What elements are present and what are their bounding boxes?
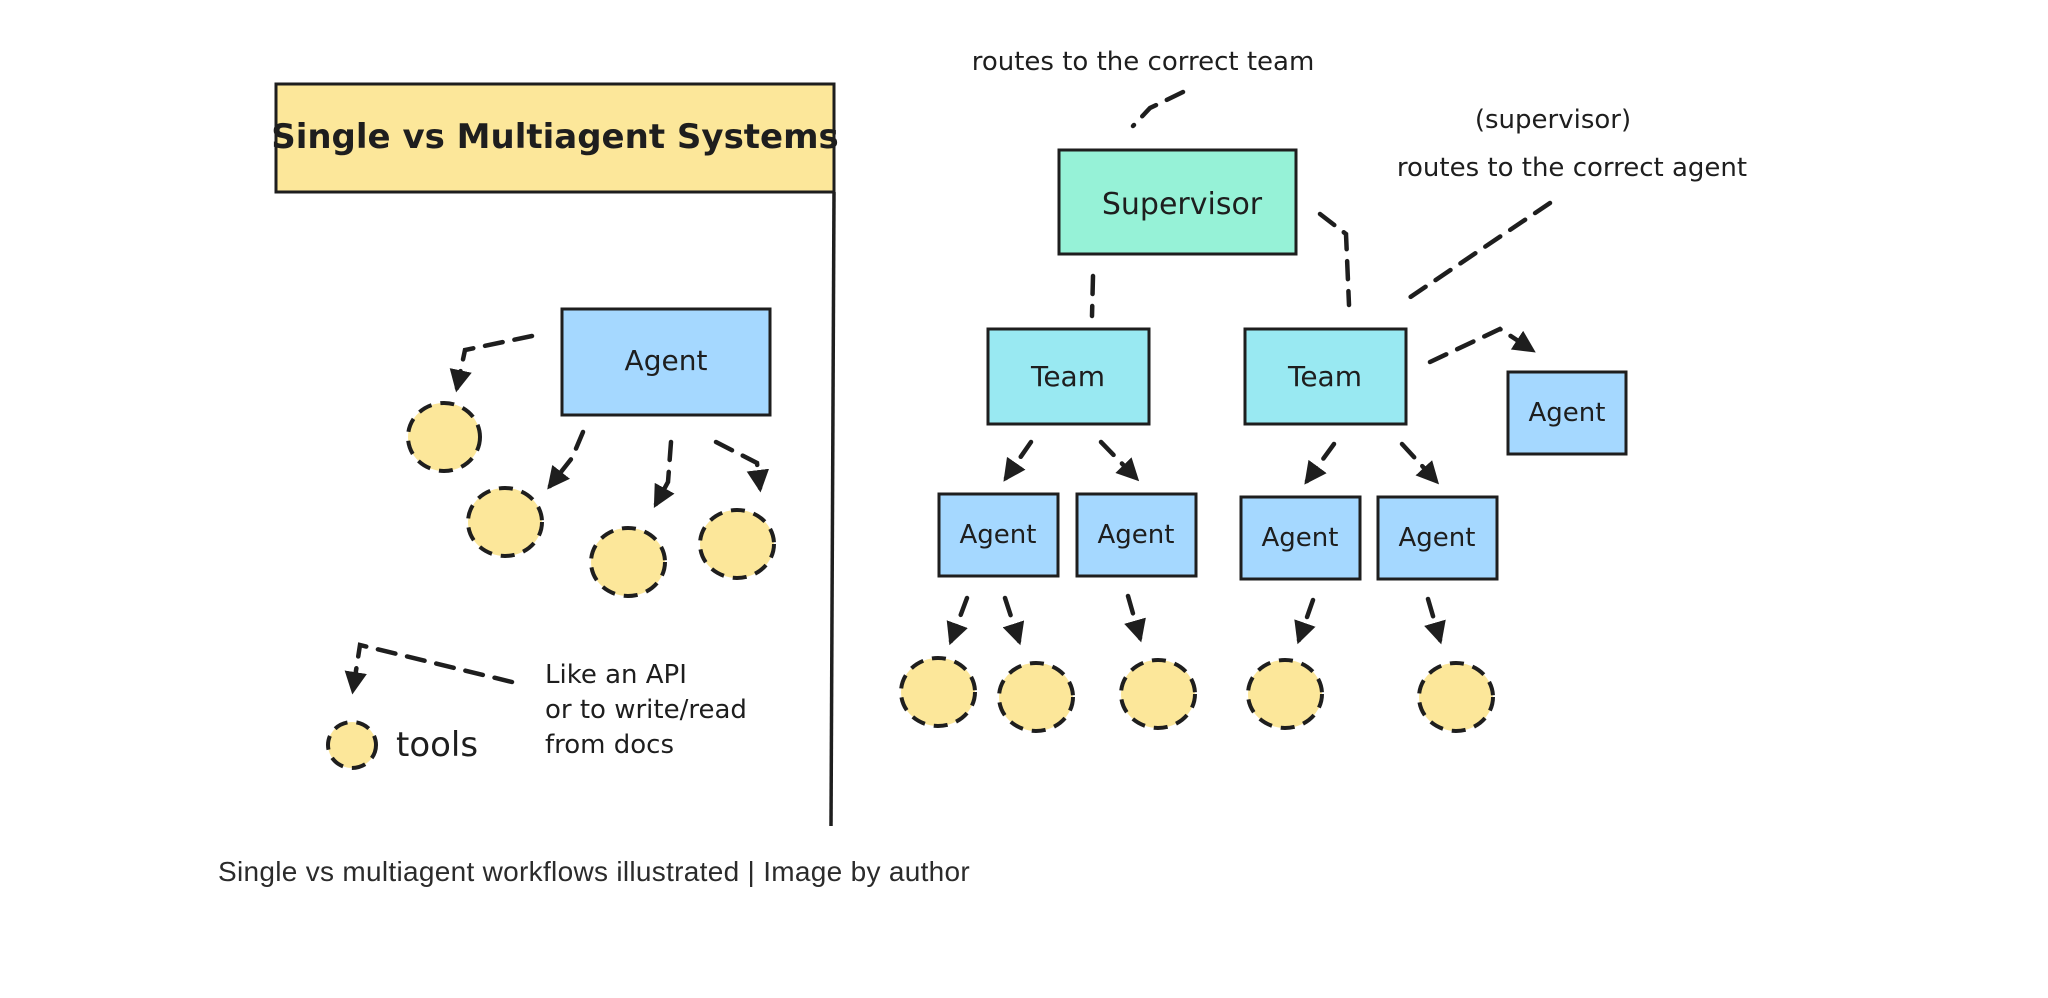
agent-box-5: [1506, 370, 1628, 456]
single-arrow-2: [547, 429, 586, 490]
single-arrow-3: [653, 439, 675, 508]
annotation-right-line-2: routes to the correct agent: [1397, 153, 1747, 183]
single-tool-4: [698, 508, 776, 580]
multi-tool-4: [1246, 658, 1324, 730]
single-agent-box: [560, 307, 772, 417]
supervisor-box: [1057, 148, 1298, 256]
team-1-arrow-right: [1098, 439, 1140, 482]
team-1-arrow-left: [1003, 439, 1034, 482]
team-label-2: Team: [1287, 360, 1362, 393]
team-2-arrow-left: [1304, 441, 1337, 485]
annotation-top-pointer: [1130, 89, 1186, 129]
multi-tool-2: [997, 661, 1075, 733]
agent-2-arrow: [1124, 593, 1146, 643]
supervisor-to-team-2: [1317, 211, 1352, 308]
agent-3-arrow: [1294, 597, 1316, 645]
agent-1-arrow-left: [946, 595, 970, 646]
supervisor-to-team-1: [1089, 273, 1096, 319]
team-2-to-direct-agent: [1427, 326, 1536, 365]
agent-label-5: Agent: [1529, 398, 1606, 428]
team-2-arrow-right: [1399, 441, 1440, 485]
legend-arrow: [344, 642, 515, 695]
annotation-right-pointer: [1400, 200, 1553, 305]
single-tool-2: [466, 486, 544, 558]
agent-box-1: [937, 492, 1060, 578]
divider-line: [829, 191, 836, 827]
single-tool-1: [406, 401, 482, 473]
agent-label-3: Agent: [1262, 523, 1339, 553]
single-agent-label: Agent: [625, 344, 708, 377]
legend-tools-label: tools: [396, 725, 478, 765]
legend-note-line-1: Like an API: [545, 660, 687, 690]
single-tool-3: [589, 526, 667, 598]
legend-note-line-2: or to write/read: [545, 695, 747, 725]
team-box-2: [1243, 327, 1408, 426]
multi-tool-5: [1417, 661, 1495, 733]
agent-label-1: Agent: [960, 520, 1037, 550]
agent-1-arrow-right: [1002, 595, 1025, 646]
multi-tool-3: [1119, 658, 1197, 730]
multi-tool-1: [899, 656, 977, 728]
agent-box-2: [1075, 492, 1198, 578]
supervisor-label: Supervisor: [1102, 187, 1263, 222]
legend-note-line-3: from docs: [545, 730, 674, 760]
annotation-right-line-1: (supervisor): [1475, 105, 1631, 135]
agent-box-4: [1376, 495, 1499, 581]
single-arrow-4: [713, 439, 770, 493]
team-box-1: [986, 327, 1151, 426]
agent-label-2: Agent: [1098, 520, 1175, 550]
legend-tool: [326, 720, 378, 770]
agent-box-3: [1239, 495, 1362, 581]
title-box: [274, 82, 836, 194]
annotation-top: routes to the correct team: [972, 47, 1315, 77]
figure-caption: Single vs multiagent workflows illustrat…: [218, 856, 971, 887]
single-arrow-1: [449, 333, 535, 393]
team-label-1: Team: [1030, 360, 1105, 393]
agent-label-4: Agent: [1399, 523, 1476, 553]
agent-4-arrow: [1424, 596, 1446, 645]
diagram-title: Single vs Multiagent Systems: [271, 117, 839, 157]
